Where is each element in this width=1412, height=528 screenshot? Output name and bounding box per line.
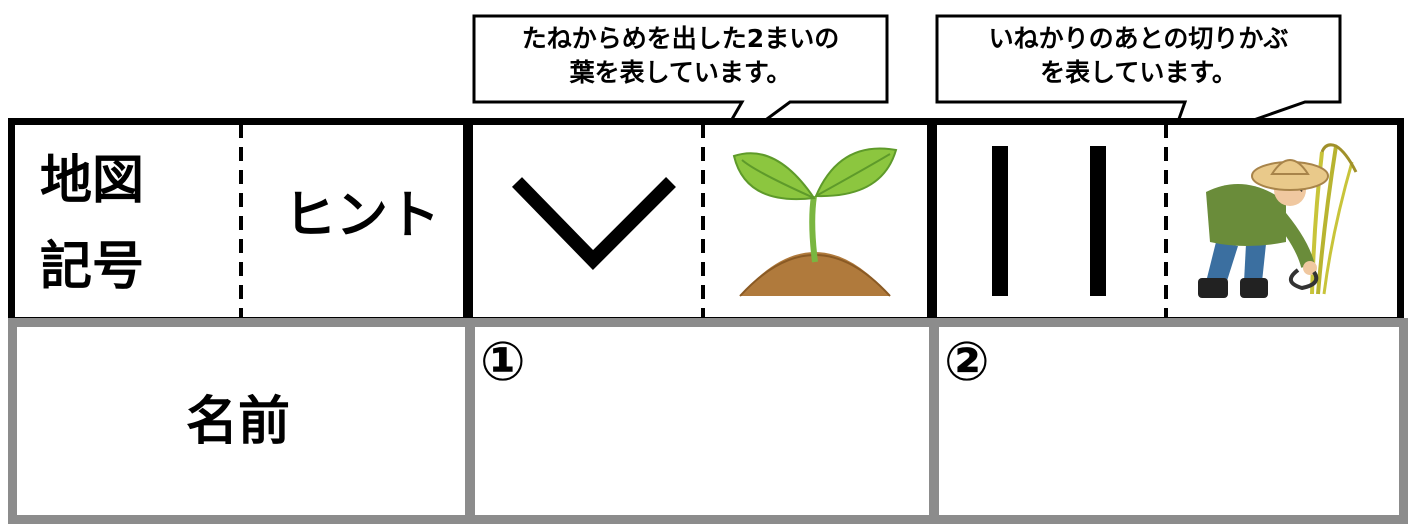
callout-seedling-line1: たねからめを出した2まいの [521,24,840,53]
callout-harvest-line2: を表しています。 [1040,58,1237,87]
hint-label: ヒント [284,186,441,246]
name-label: 名前 [186,392,291,452]
callout-seedling-line2: 葉を表しています。 [569,58,792,87]
map-symbol-label-line2: 記号 [40,237,145,297]
blank-number-1: ① [480,330,526,393]
answer-cell-blank1[interactable] [466,318,938,524]
sprout-illustration-icon [732,147,898,297]
callout-seedling-text: たねからめを出した2まいの 葉を表しています。 [474,22,887,90]
callout-harvest-line1: いねかりのあとの切りかぶ [988,24,1289,53]
blank-number-2: ② [944,330,990,393]
map-symbol-label-line1: 地図 [40,151,145,211]
callout-harvest-text: いねかりのあとの切りかぶ を表しています。 [937,22,1340,90]
map-symbol-label: 地図 記号 [40,138,230,310]
rice-harvest-illustration-icon [1198,143,1358,298]
answer-cell-blank2[interactable] [930,318,1408,524]
double-line-map-symbol-icon [992,146,1106,296]
check-v-map-symbol-icon [511,177,676,270]
